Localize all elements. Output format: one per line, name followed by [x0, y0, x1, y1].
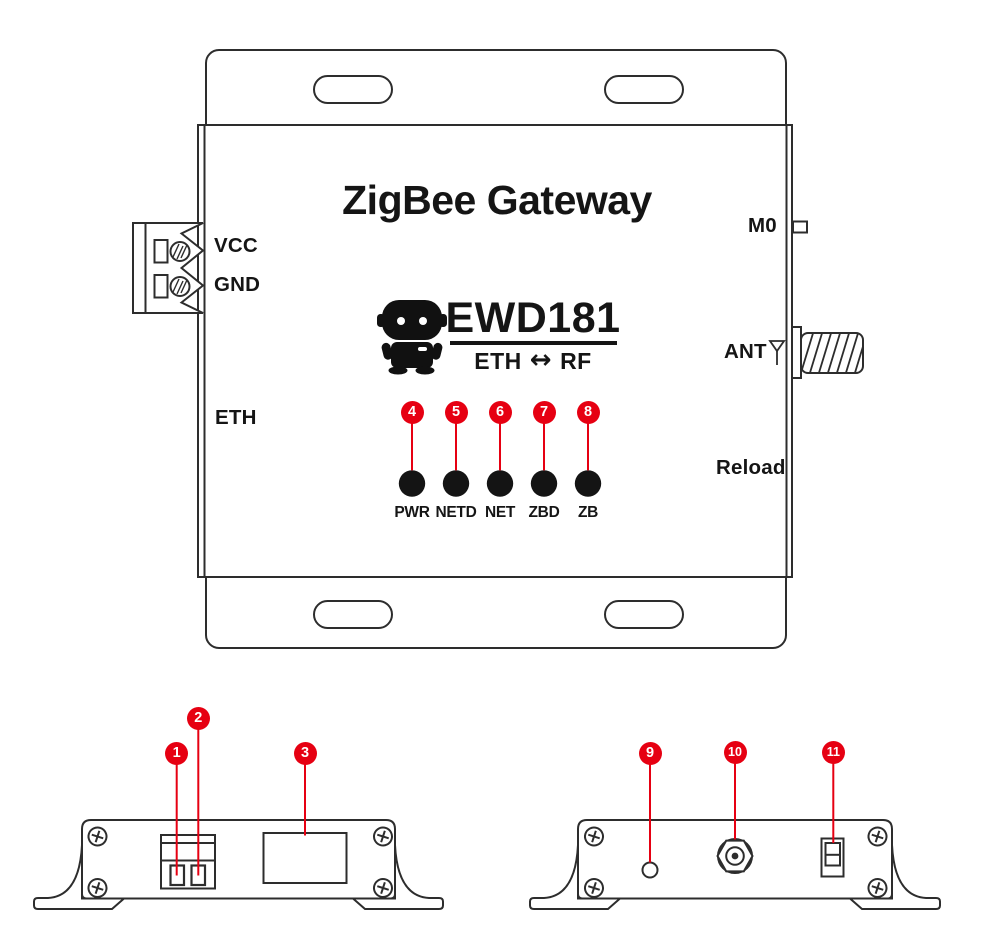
led-netd-dot — [442, 470, 470, 497]
model-underline — [450, 340, 617, 345]
mount-slot-bottom-left — [313, 600, 393, 629]
terminal-block-side-view — [160, 834, 216, 890]
callout-11-badge: 11 — [821, 740, 845, 764]
led-pwr-label: PWR — [394, 503, 430, 521]
callout-8-badge: 8 — [576, 400, 600, 424]
terminal-block-top-view — [132, 222, 205, 314]
mode-line: ETH ↔ RF — [474, 345, 592, 375]
gnd-label: GND — [214, 273, 261, 296]
led-zb-dot — [574, 470, 602, 497]
led-indicators — [398, 470, 602, 497]
ethernet-port — [262, 832, 348, 884]
callout-5-badge: 5 — [444, 400, 468, 424]
callout-stems — [175, 423, 835, 876]
led-net-label: NET — [484, 503, 516, 521]
reload-pinhole — [641, 861, 659, 879]
side-view-power — [33, 819, 444, 910]
mount-slot-top-right — [604, 75, 684, 104]
callout-10-badge: 10 — [723, 740, 747, 764]
reload-label: Reload — [716, 456, 786, 479]
case-screws-left-view — [87, 826, 393, 898]
top-view — [132, 49, 864, 649]
antenna-connector-top-view — [791, 326, 864, 379]
led-zb-label: ZB — [577, 503, 599, 521]
mode-eth-label: ETH — [474, 348, 522, 374]
led-zbd-label: ZBD — [528, 503, 560, 521]
callout-2-badge: 2 — [186, 706, 210, 730]
mount-slot-bottom-right — [604, 600, 684, 629]
callout-1-badge: 1 — [165, 741, 189, 765]
m0-label: M0 — [748, 214, 777, 237]
antenna-icon — [768, 340, 786, 365]
led-zbd-dot — [530, 470, 558, 497]
device-body-top-view — [197, 124, 793, 578]
ant-label: ANT — [724, 340, 767, 363]
led-netd-label: NETD — [435, 503, 477, 521]
side-body-left — [81, 819, 396, 900]
eth-label: ETH — [215, 406, 257, 429]
vcc-label: VCC — [214, 234, 258, 257]
m0-button-nub — [792, 220, 808, 234]
side-view-rf — [529, 819, 941, 910]
robot-logo-icon — [377, 300, 447, 375]
callout-4-badge: 4 — [400, 400, 424, 424]
led-net-dot — [486, 470, 514, 497]
case-screws-right-view — [584, 826, 888, 898]
bidirectional-arrow-icon: ↔ — [529, 345, 553, 375]
sma-antenna-jack — [716, 838, 754, 874]
model-number: EWD181 — [445, 294, 621, 342]
page-title: ZigBee Gateway — [342, 177, 652, 223]
m0-switch-side-view — [820, 837, 845, 878]
callout-3-badge: 3 — [293, 741, 317, 765]
mode-rf-label: RF — [560, 348, 592, 374]
mount-slot-top-left — [313, 75, 393, 104]
callout-7-badge: 7 — [532, 400, 556, 424]
callout-9-badge: 9 — [638, 741, 662, 765]
led-pwr-dot — [398, 470, 426, 497]
callout-6-badge: 6 — [488, 400, 512, 424]
